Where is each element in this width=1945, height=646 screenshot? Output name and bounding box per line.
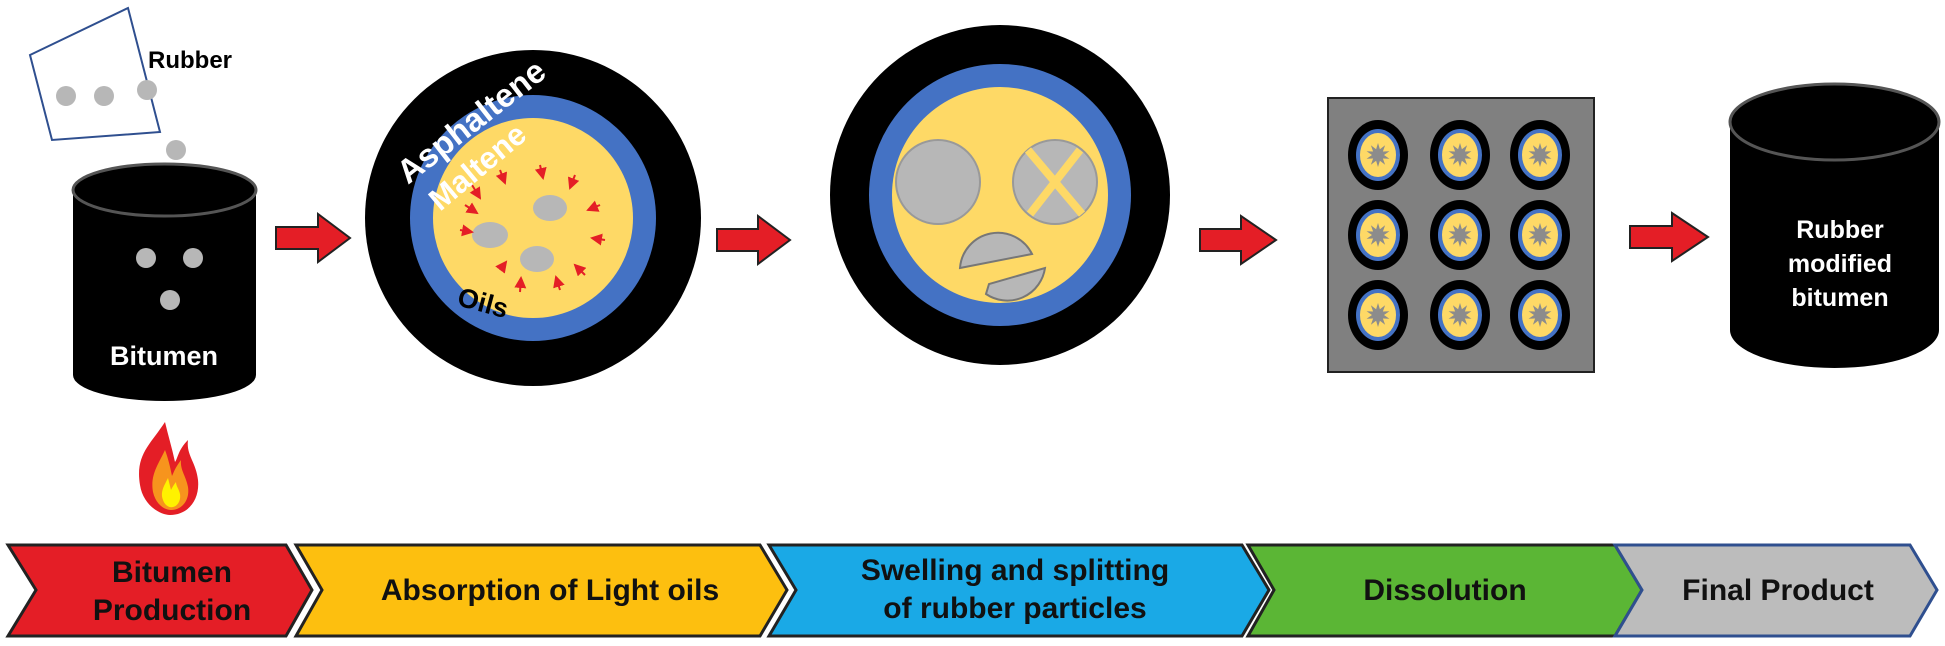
oil-absorption-arrows [459, 164, 606, 293]
product-label-line2: modified [1788, 250, 1892, 278]
flow-arrow-4 [1629, 211, 1710, 263]
rubber-bag [28, 6, 186, 160]
final-product-barrel [1728, 82, 1941, 368]
stage-chevron-1 [5, 543, 314, 638]
stage-5-label: Final Product [1682, 574, 1874, 607]
dissolved-particle-cell [1510, 280, 1570, 350]
dissolved-particle-cell [1510, 120, 1570, 190]
rubber-particle [183, 248, 203, 268]
rubber-label: Rubber [148, 47, 232, 74]
rubber-particle [94, 86, 114, 106]
dissolved-particle-cell [1510, 200, 1570, 270]
dissolved-particle-cell [1430, 200, 1490, 270]
stage-chevron-2 [293, 543, 789, 638]
rubber-particle-falling [166, 140, 186, 160]
rubber-particle [137, 80, 157, 100]
dissolved-particle-grid [1348, 120, 1570, 350]
stage-chevrons: Bitumen Production Absorption of Light o… [5, 543, 1939, 638]
dissolved-particle-cell [1430, 120, 1490, 190]
bitumen-label: Bitumen [110, 341, 218, 371]
flow-arrow-3 [1199, 214, 1278, 266]
flow-arrow-2 [716, 214, 792, 266]
dissolved-particle-cell [1430, 280, 1490, 350]
rubber-particle [533, 195, 567, 221]
flow-arrow-1 [275, 212, 352, 264]
stage-2-label: Absorption of Light oils [381, 574, 719, 607]
rubber-particle [520, 246, 554, 272]
stage-chevron-3 [766, 543, 1271, 638]
bitumen-barrel [71, 162, 258, 401]
product-label-line3: bitumen [1791, 284, 1888, 312]
swollen-rubber-particle [895, 139, 981, 225]
dissolved-particle-cell [1348, 200, 1408, 270]
swelling-circle [830, 25, 1170, 365]
stage-1-label-line2: Production [93, 594, 251, 627]
dissolved-particle-cell [1348, 120, 1408, 190]
dissolved-particle-cell [1348, 280, 1408, 350]
split-rubber-fragments [958, 231, 1047, 302]
absorption-circle [365, 50, 701, 386]
rubber-particle [56, 86, 76, 106]
stage-1-label-line1: Bitumen [112, 556, 232, 589]
rubber-particle [136, 248, 156, 268]
stage-3-label-line2: of rubber particles [883, 592, 1146, 625]
fire-icon [139, 422, 199, 515]
stage-chevron-5 [1612, 543, 1939, 638]
product-label-line1: Rubber [1796, 216, 1884, 244]
splitting-rubber-particle [1012, 139, 1098, 225]
rubber-particle [472, 222, 508, 248]
rubber-particle [160, 290, 180, 310]
stage-3-label-line1: Swelling and splitting [861, 554, 1169, 587]
stage-4-label: Dissolution [1363, 574, 1526, 607]
